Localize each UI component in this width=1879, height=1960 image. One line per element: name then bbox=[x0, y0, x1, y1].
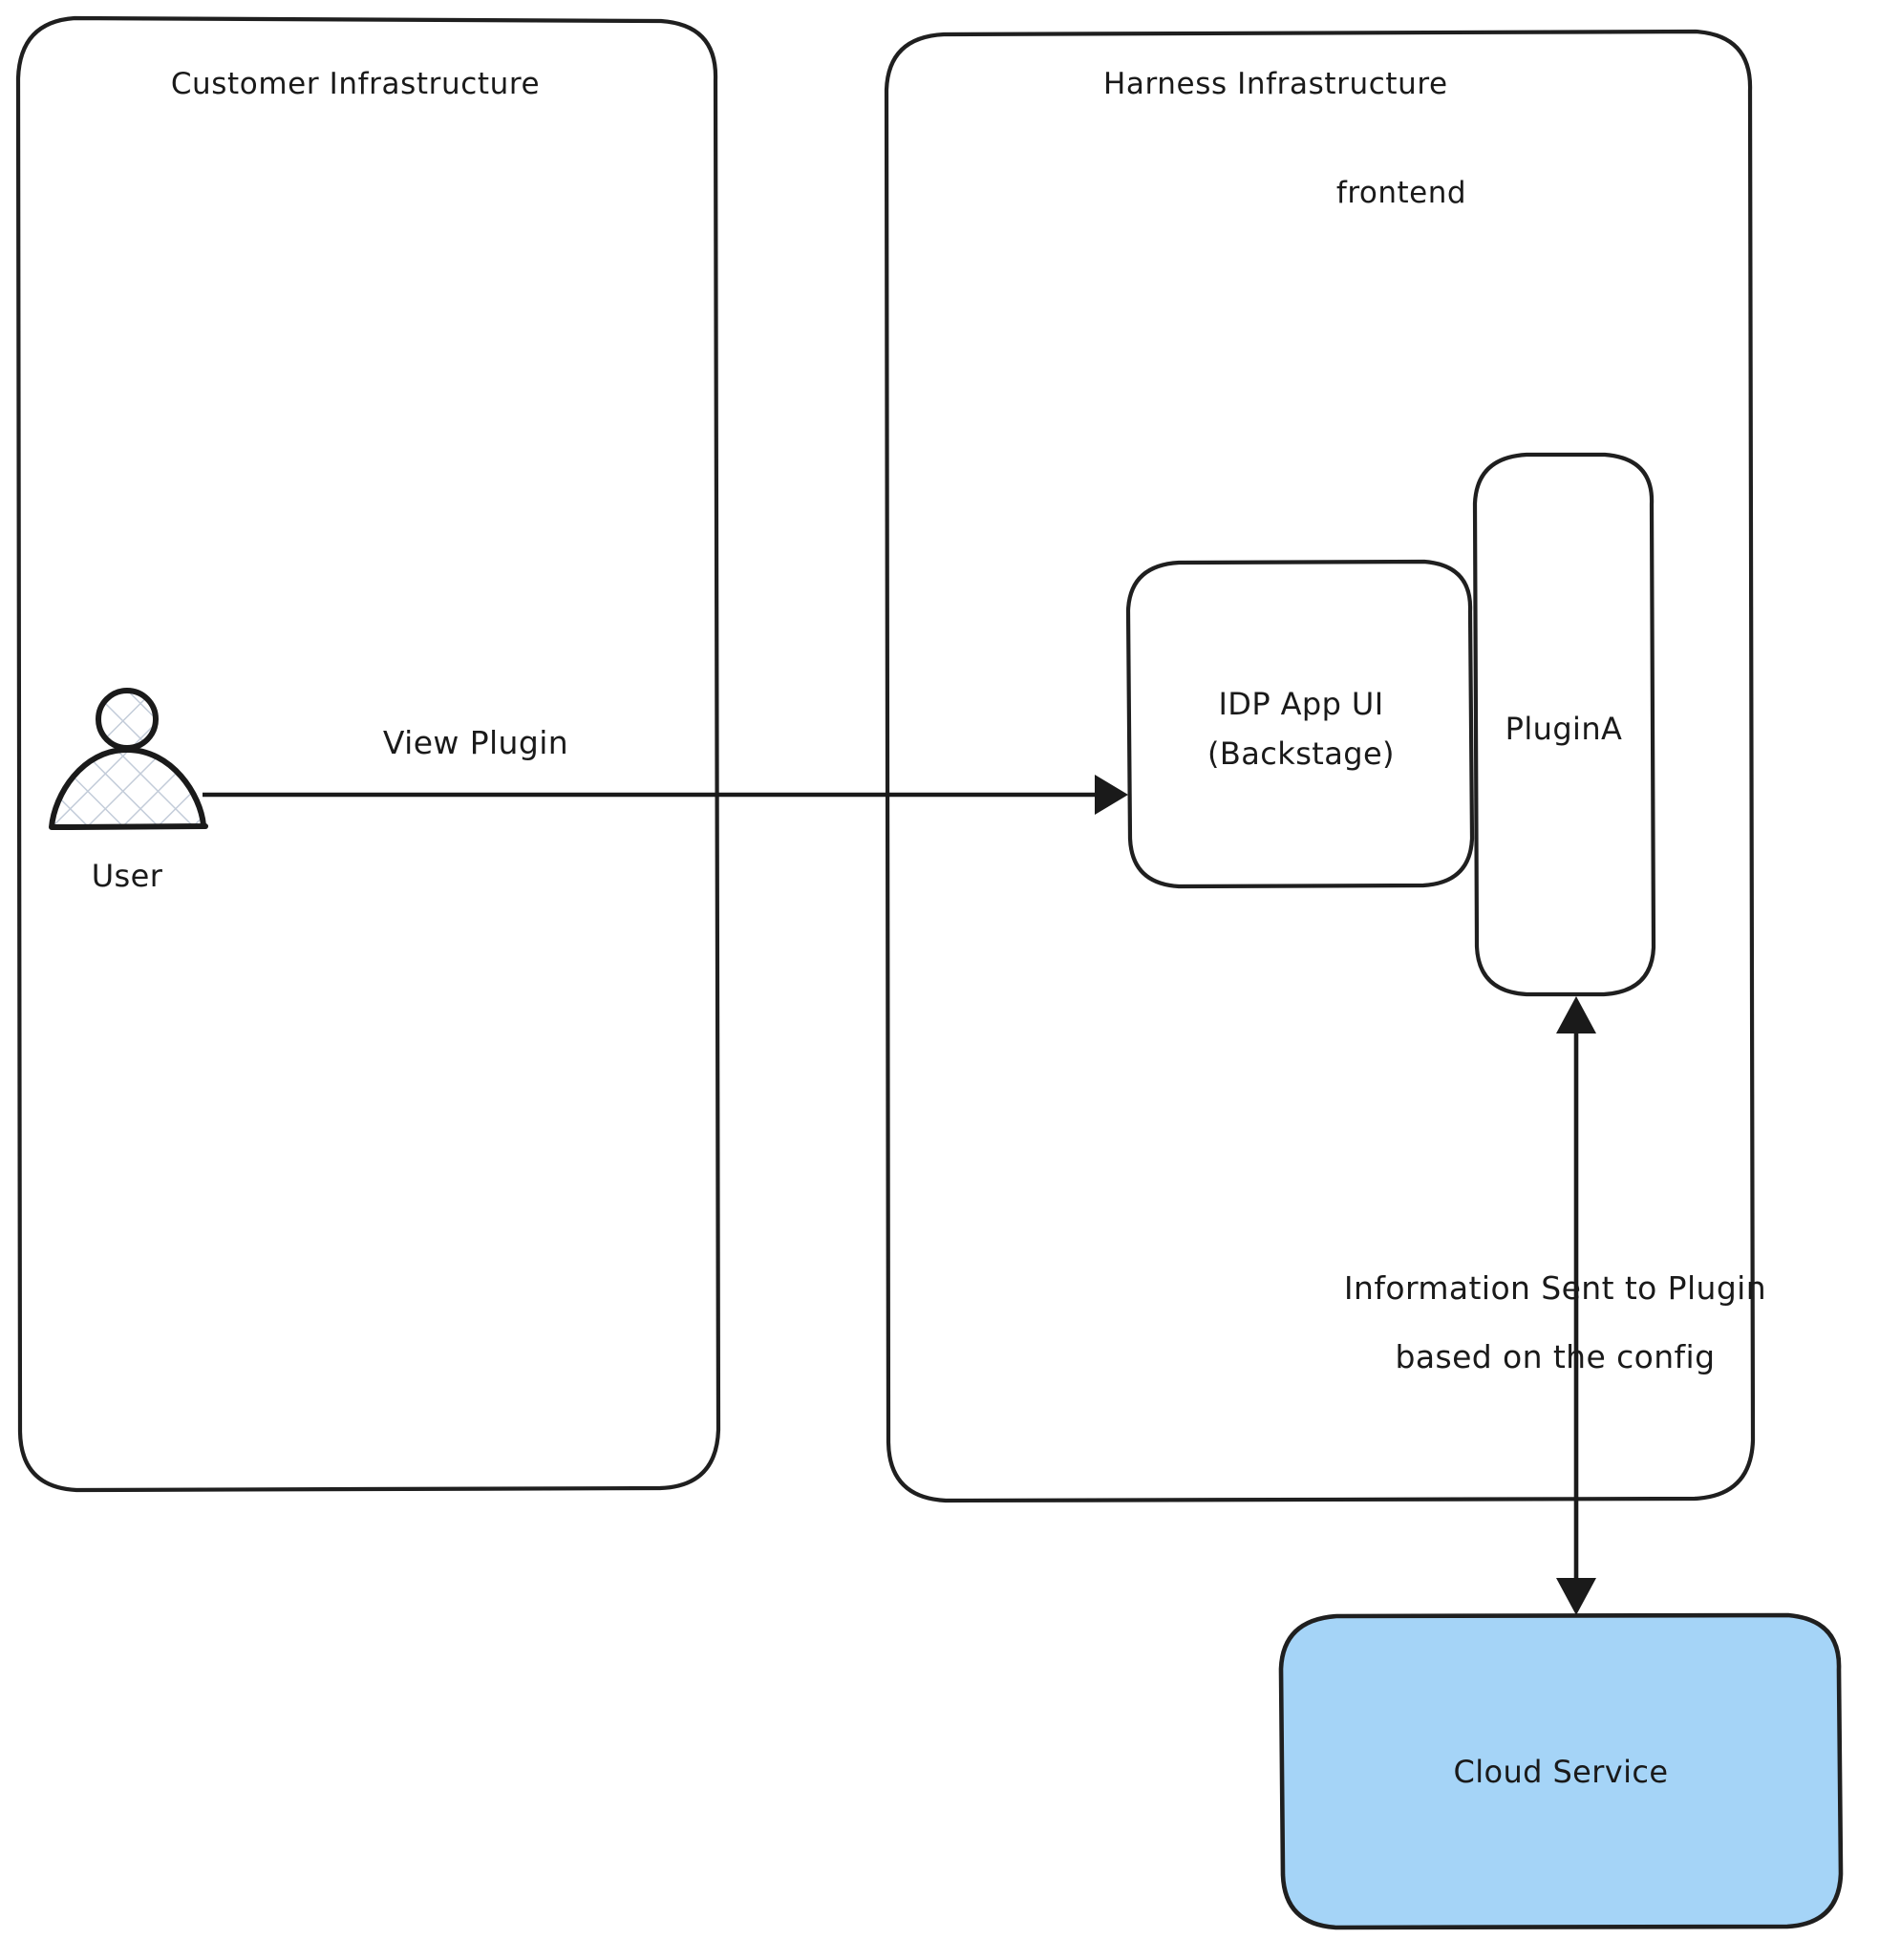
edge-plugin-config[interactable]: Information Sent to Plugin based on the … bbox=[1344, 996, 1766, 1615]
node-idp-app-ui[interactable]: IDP App UI (Backstage) bbox=[1125, 559, 1475, 889]
plugin-config-label-line1: Information Sent to Plugin bbox=[1344, 1269, 1766, 1307]
cloud-service-label: Cloud Service bbox=[1453, 1754, 1668, 1790]
user-head-icon bbox=[96, 688, 159, 751]
actor-user[interactable]: User bbox=[49, 688, 208, 894]
plugin-config-arrowhead-up-icon bbox=[1556, 996, 1596, 1033]
group-harness-infrastructure: Harness Infrastructure frontend bbox=[884, 29, 1756, 1503]
user-body-icon bbox=[49, 747, 208, 830]
customer-infrastructure-title: Customer Infrastructure bbox=[171, 67, 540, 101]
plugin-a-border bbox=[1472, 452, 1656, 997]
user-actor-icon bbox=[49, 688, 208, 830]
user-actor-label: User bbox=[92, 858, 163, 894]
plugin-config-arrowhead-down-icon bbox=[1556, 1578, 1596, 1615]
idp-app-ui-label-line2: (Backstage) bbox=[1207, 735, 1395, 772]
view-plugin-label: View Plugin bbox=[383, 724, 568, 761]
harness-frontend-sublabel: frontend bbox=[1336, 176, 1466, 210]
node-plugin-a[interactable]: PluginA bbox=[1472, 452, 1656, 997]
plugin-a-label: PluginA bbox=[1505, 711, 1623, 747]
idp-app-ui-label-line1: IDP App UI bbox=[1218, 686, 1383, 722]
edge-view-plugin[interactable]: View Plugin bbox=[203, 724, 1128, 815]
group-customer-infrastructure: Customer Infrastructure bbox=[15, 15, 721, 1493]
node-cloud-service[interactable]: Cloud Service bbox=[1278, 1612, 1844, 1930]
harness-infrastructure-border bbox=[884, 29, 1756, 1503]
customer-infrastructure-border bbox=[15, 15, 721, 1493]
view-plugin-arrowhead-icon bbox=[1095, 775, 1128, 815]
plugin-config-label-line2: based on the config bbox=[1396, 1338, 1716, 1375]
harness-infrastructure-title: Harness Infrastructure bbox=[1103, 67, 1448, 101]
cloud-service-border bbox=[1278, 1612, 1844, 1930]
idp-app-ui-border bbox=[1125, 559, 1475, 889]
